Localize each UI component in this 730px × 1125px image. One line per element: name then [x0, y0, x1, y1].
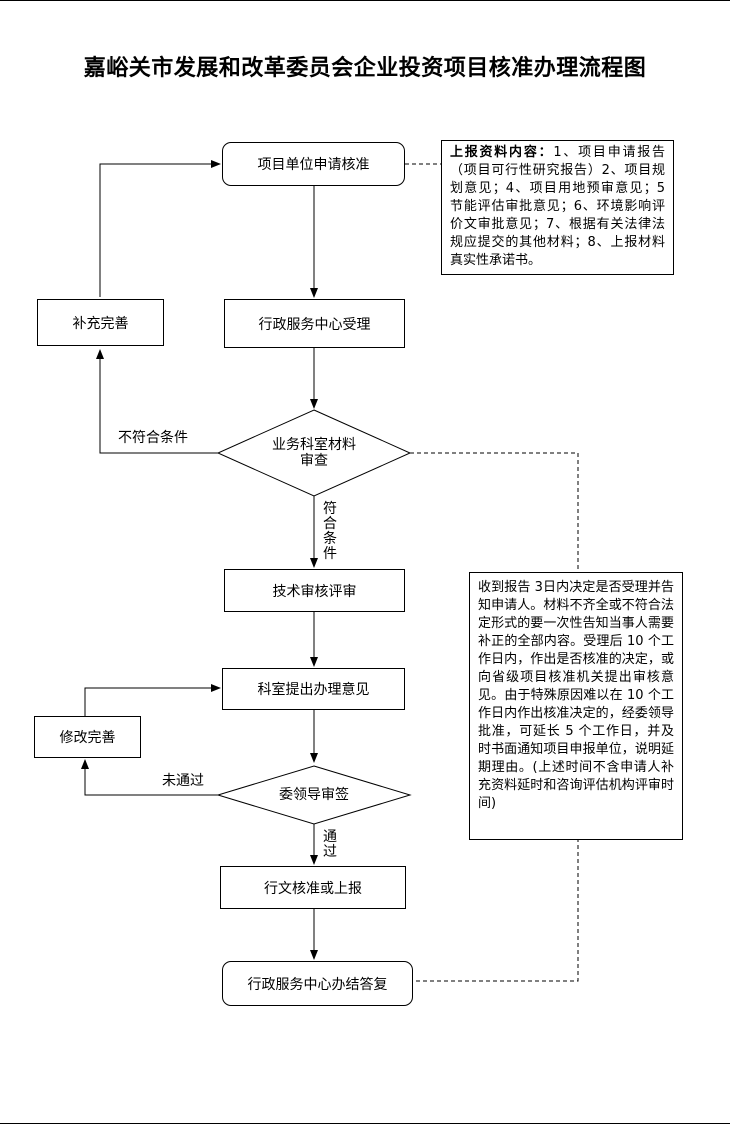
node-review: 业务科室材料审查: [272, 437, 356, 469]
dashed-review-to-reply: [410, 452, 579, 982]
label-not-meet: 不符合条件: [118, 430, 188, 446]
node-tech-review: 技术审核评审: [224, 569, 405, 612]
materials-note: 上报资料内容：1、项目申请报告（项目可行性研究报告）2、项目规划意见；4、项目用…: [441, 140, 674, 275]
materials-heading: 上报资料内容：: [450, 145, 554, 160]
arrow-revise-to-opinion: [84, 684, 221, 716]
node-leader-sign: 委领导审签: [279, 787, 349, 803]
review-diamond: [216, 409, 412, 497]
node-accept: 行政服务中心受理: [224, 299, 405, 348]
node-reply: 行政服务中心办结答复: [222, 961, 413, 1006]
bottom-border: [0, 1123, 730, 1124]
node-revise: 修改完善: [34, 716, 141, 758]
label-meet: 符合条件: [323, 501, 337, 562]
arrow-supplement-to-apply: [99, 160, 221, 297]
node-apply: 项目单位申请核准: [222, 142, 405, 186]
top-border: [0, 0, 730, 1]
arrow-review-to-supplement: [96, 349, 218, 454]
timeline-note: 收到报告 3日内决定是否受理并告知申请人。材料不齐全或不符合法定形式的要一次性告…: [469, 572, 683, 840]
label-pass: 通过: [323, 829, 337, 860]
leader-sign-diamond: [216, 765, 412, 825]
arrow-sign-to-revise: [81, 759, 218, 796]
materials-body: 1、项目申请报告（项目可行性研究报告）2、项目规划意见；4、项目用地预审意见；5…: [450, 145, 665, 268]
label-not-pass: 未通过: [162, 773, 204, 789]
node-opinion: 科室提出办理意见: [222, 668, 405, 710]
node-issue: 行文核准或上报: [220, 866, 406, 909]
page-title: 嘉峪关市发展和改革委员会企业投资项目核准办理流程图: [83, 55, 647, 81]
node-supplement: 补充完善: [37, 299, 164, 346]
